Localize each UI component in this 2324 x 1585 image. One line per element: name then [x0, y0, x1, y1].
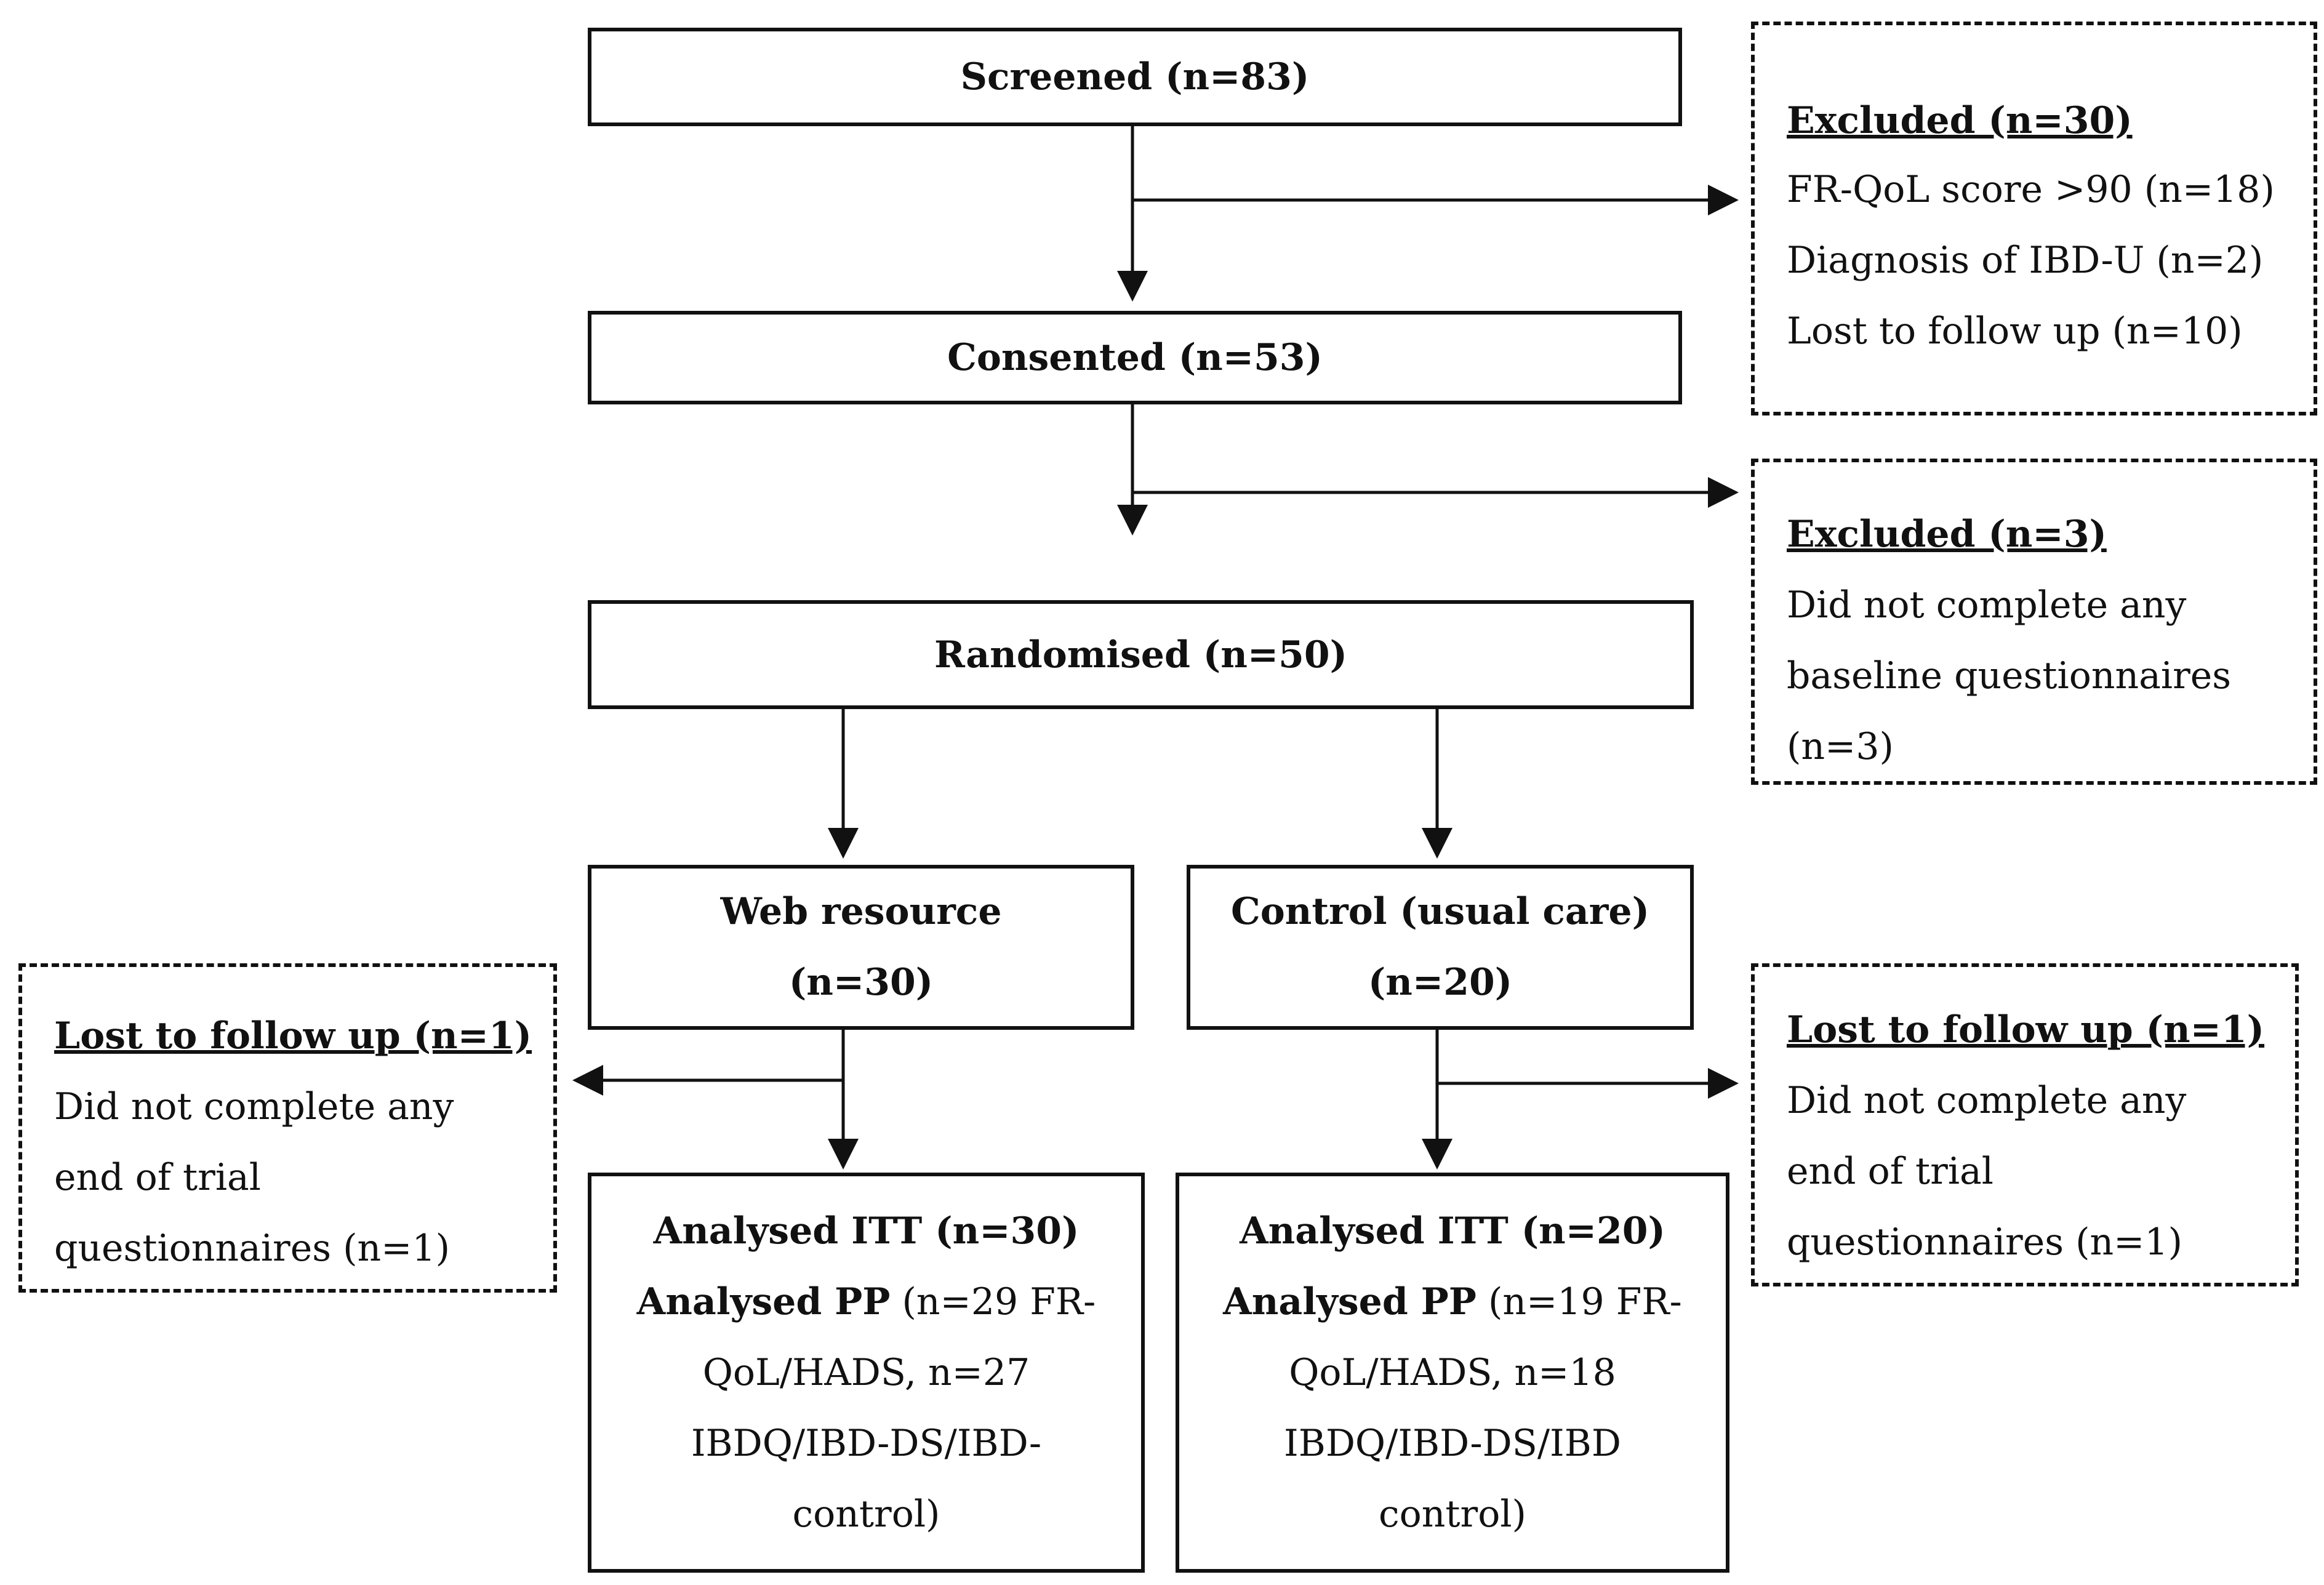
- screened-box: Screened (n=83): [588, 28, 1682, 126]
- web-resource-box: Web resource (n=30): [588, 865, 1134, 1030]
- lost-left-line: end of trial: [54, 1156, 261, 1199]
- lost-left-line: questionnaires (n=1): [54, 1227, 450, 1270]
- control-title: Control (usual care): [1231, 890, 1649, 933]
- lost-left-line: Did not complete any: [54, 1085, 454, 1128]
- analysed-control-itt: Analysed ITT (n=20): [1240, 1209, 1665, 1253]
- excluded-box-2: Excluded (n=3) Did not complete any base…: [1751, 459, 2317, 785]
- analysed-web-line: control): [792, 1492, 940, 1536]
- analysed-web-pp: Analysed PP (n=29 FR-: [637, 1267, 1096, 1338]
- lost-left-title: Lost to follow up (n=1): [54, 1014, 532, 1057]
- excluded-1-item: Diagnosis of IBD-U (n=2): [1787, 239, 2264, 282]
- lost-right-title: Lost to follow up (n=1): [1787, 1008, 2265, 1051]
- analysed-web-pp-rest: (n=29 FR-: [902, 1280, 1096, 1323]
- analysed-web-line: QoL/HADS, n=27: [702, 1350, 1030, 1394]
- analysed-control-box: Analysed ITT (n=20) Analysed PP (n=19 FR…: [1176, 1173, 1729, 1573]
- excluded-2-line: (n=3): [1787, 725, 1894, 768]
- lost-right-line: questionnaires (n=1): [1787, 1221, 2182, 1264]
- excluded-2-line: Did not complete any: [1787, 584, 2187, 627]
- lost-right-line: Did not complete any: [1787, 1079, 2187, 1122]
- analysed-control-pp-label: Analysed PP: [1223, 1280, 1477, 1323]
- excluded-1-item: Lost to follow up (n=10): [1787, 310, 2243, 353]
- analysed-control-line: QoL/HADS, n=18: [1289, 1350, 1616, 1394]
- web-resource-count: (n=30): [788, 961, 934, 1004]
- lost-right-line: end of trial: [1787, 1150, 1993, 1193]
- control-box: Control (usual care) (n=20): [1187, 865, 1694, 1030]
- analysed-control-line: control): [1379, 1492, 1526, 1536]
- randomised-box: Randomised (n=50): [588, 600, 1694, 709]
- analysed-control-line: IBDQ/IBD-DS/IBD: [1284, 1421, 1621, 1465]
- excluded-2-line: baseline questionnaires: [1787, 654, 2232, 697]
- analysed-web-pp-label: Analysed PP: [636, 1280, 891, 1323]
- excluded-1-title: Excluded (n=30): [1787, 99, 2133, 142]
- analysed-web-itt: Analysed ITT (n=30): [653, 1209, 1080, 1253]
- analysed-control-pp-rest: (n=19 FR-: [1488, 1280, 1682, 1323]
- control-count: (n=20): [1368, 961, 1513, 1004]
- analysed-web-line: IBDQ/IBD-DS/IBD-: [691, 1421, 1042, 1465]
- consented-box: Consented (n=53): [588, 311, 1682, 404]
- randomised-label: Randomised (n=50): [934, 633, 1347, 676]
- web-resource-title: Web resource: [720, 890, 1002, 933]
- analysed-web-box: Analysed ITT (n=30) Analysed PP (n=29 FR…: [588, 1173, 1145, 1573]
- excluded-box-1: Excluded (n=30) FR-QoL score >90 (n=18) …: [1751, 22, 2317, 415]
- excluded-1-item: FR-QoL score >90 (n=18): [1787, 168, 2275, 211]
- lost-follow-up-right-box: Lost to follow up (n=1) Did not complete…: [1751, 963, 2299, 1286]
- screened-label: Screened (n=83): [960, 55, 1310, 98]
- excluded-2-title: Excluded (n=3): [1787, 513, 2107, 556]
- analysed-control-pp: Analysed PP (n=19 FR-: [1223, 1267, 1682, 1338]
- consented-label: Consented (n=53): [947, 336, 1323, 379]
- lost-follow-up-left-box: Lost to follow up (n=1) Did not complete…: [18, 963, 557, 1293]
